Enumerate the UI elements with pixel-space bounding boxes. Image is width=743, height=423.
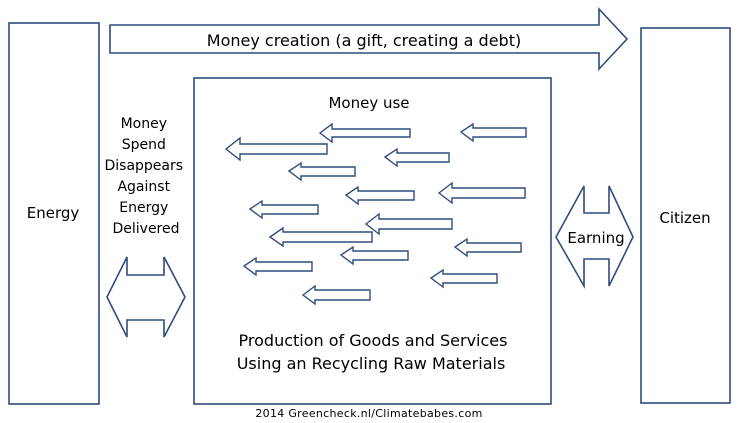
money-use-arrow [453, 237, 522, 258]
money-use-arrow [364, 212, 453, 236]
side-note-line: Against [117, 179, 170, 195]
money-use-arrow [268, 226, 373, 248]
credit-text: 2014 Greencheck.nl/Climatebabes.com [255, 407, 482, 420]
side-note: Money Spend Disappears Against Energy De… [104, 116, 187, 237]
money-use-arrow [383, 147, 450, 168]
energy-label: Energy [27, 204, 80, 222]
money-creation-label: Money creation (a gift, creating a debt) [207, 31, 521, 50]
money-use-arrow [459, 122, 527, 143]
money-use-arrows [224, 122, 527, 306]
money-use-arrow [248, 199, 319, 220]
production-caption-line-2: Using an Recycling Raw Materials [237, 354, 506, 373]
energy-box [8, 22, 100, 405]
side-note-line: Disappears [104, 158, 183, 174]
money-use-arrow [429, 268, 498, 289]
money-use-arrow [344, 185, 415, 206]
citizen-label: Citizen [659, 209, 710, 227]
money-use-arrow [318, 122, 411, 144]
side-note-line: Delivered [112, 221, 179, 237]
money-use-arrow [242, 256, 313, 277]
citizen-box [640, 27, 731, 404]
money-creation-arrow [109, 6, 629, 72]
money-use-arrow [437, 181, 526, 205]
money-use-arrow [287, 161, 356, 182]
money-use-title: Money use [328, 94, 409, 112]
earning-double-arrow [555, 185, 634, 290]
energy-exchange-double-arrow [106, 256, 186, 338]
money-use-arrow [339, 245, 409, 266]
money-use-arrow [301, 284, 371, 306]
production-caption-line-1: Production of Goods and Services [239, 331, 508, 350]
side-note-line: Spend [122, 137, 166, 153]
side-note-line: Energy [119, 200, 168, 216]
side-note-line: Money [121, 116, 167, 132]
earning-label: Earning [567, 229, 624, 247]
money-use-arrow [224, 136, 328, 162]
